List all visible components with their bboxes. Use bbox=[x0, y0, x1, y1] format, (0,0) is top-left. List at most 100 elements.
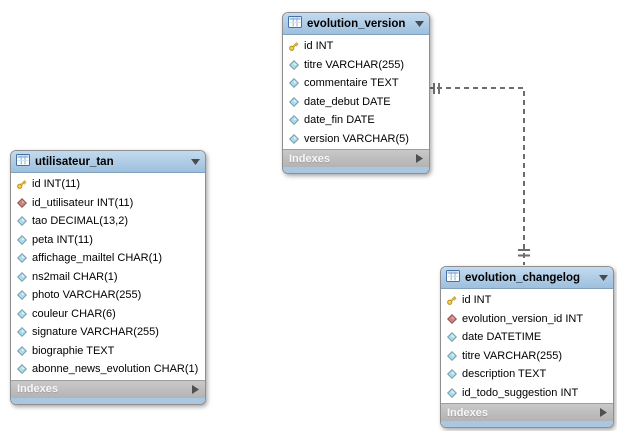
collapse-arrow-icon[interactable] bbox=[415, 20, 424, 27]
column-row[interactable]: version VARCHAR(5) bbox=[283, 130, 429, 149]
table-header[interactable]: utilisateur_tan bbox=[11, 151, 205, 173]
column-row[interactable]: photo VARCHAR(255) bbox=[11, 286, 205, 305]
column-row[interactable]: date_fin DATE bbox=[283, 111, 429, 130]
indexes-footer[interactable]: Indexes bbox=[441, 403, 613, 421]
column-row[interactable]: tao DECIMAL(13,2) bbox=[11, 212, 205, 231]
relationship-line[interactable] bbox=[428, 87, 525, 265]
column-icon bbox=[16, 290, 27, 301]
column-label: peta INT(11) bbox=[32, 233, 93, 246]
column-row[interactable]: description TEXT bbox=[441, 365, 613, 384]
table-icon bbox=[446, 270, 460, 285]
column-icon bbox=[16, 253, 27, 264]
column-label: ns2mail CHAR(1) bbox=[32, 270, 118, 283]
table-header[interactable]: evolution_changelog bbox=[441, 267, 613, 289]
column-icon bbox=[288, 96, 299, 107]
table-title: evolution_changelog bbox=[465, 271, 581, 284]
column-label: commentaire TEXT bbox=[304, 77, 399, 90]
expand-arrow-icon[interactable] bbox=[416, 154, 423, 163]
column-label: signature VARCHAR(255) bbox=[32, 326, 159, 339]
column-label: date_debut DATE bbox=[304, 95, 391, 108]
indexes-label: Indexes bbox=[17, 383, 58, 395]
column-label: abonne_news_evolution CHAR(1) bbox=[32, 363, 199, 376]
column-icon bbox=[446, 350, 457, 361]
table-bottom-strip bbox=[441, 421, 613, 427]
primary-key-icon bbox=[16, 179, 27, 190]
column-row[interactable]: id_utilisateur INT(11) bbox=[11, 194, 205, 213]
column-row[interactable]: couleur CHAR(6) bbox=[11, 305, 205, 324]
table-bottom-strip bbox=[11, 397, 205, 404]
column-icon bbox=[16, 345, 27, 356]
column-icon bbox=[446, 369, 457, 380]
column-icon bbox=[16, 308, 27, 319]
column-label: titre VARCHAR(255) bbox=[462, 349, 563, 362]
column-icon bbox=[16, 234, 27, 245]
column-icon bbox=[16, 327, 27, 338]
collapse-arrow-icon[interactable] bbox=[191, 158, 200, 165]
column-row[interactable]: id INT bbox=[283, 37, 429, 56]
column-icon bbox=[446, 332, 457, 343]
expand-arrow-icon[interactable] bbox=[192, 384, 199, 394]
primary-key-icon bbox=[446, 295, 457, 306]
column-row[interactable]: date_debut DATE bbox=[283, 93, 429, 112]
column-row[interactable]: ns2mail CHAR(1) bbox=[11, 268, 205, 287]
column-list: id INT titre VARCHAR(255) commentaire TEXT… bbox=[283, 35, 429, 149]
column-row[interactable]: id_todo_suggestion INT bbox=[441, 384, 613, 403]
column-row[interactable]: abonne_news_evolution CHAR(1) bbox=[11, 360, 205, 379]
column-icon bbox=[288, 115, 299, 126]
column-label: version VARCHAR(5) bbox=[304, 132, 409, 145]
column-list: id INT evolution_version_id INT date DATET… bbox=[441, 289, 613, 403]
primary-key-icon bbox=[288, 41, 299, 52]
indexes-footer[interactable]: Indexes bbox=[11, 379, 205, 398]
column-label: id_todo_suggestion INT bbox=[462, 386, 579, 399]
column-icon bbox=[446, 387, 457, 398]
table-bottom-strip bbox=[283, 167, 429, 173]
foreign-key-icon bbox=[446, 313, 457, 324]
indexes-label: Indexes bbox=[289, 152, 330, 165]
column-row[interactable]: id INT(11) bbox=[11, 175, 205, 194]
column-row[interactable]: date DATETIME bbox=[441, 328, 613, 347]
indexes-label: Indexes bbox=[447, 406, 488, 419]
indexes-footer[interactable]: Indexes bbox=[283, 149, 429, 167]
expand-arrow-icon[interactable] bbox=[600, 408, 607, 417]
column-row[interactable]: evolution_version_id INT bbox=[441, 310, 613, 329]
column-label: id_utilisateur INT(11) bbox=[32, 196, 134, 209]
column-label: photo VARCHAR(255) bbox=[32, 289, 142, 302]
column-row[interactable]: signature VARCHAR(255) bbox=[11, 323, 205, 342]
column-row[interactable]: commentaire TEXT bbox=[283, 74, 429, 93]
table-title: evolution_version bbox=[307, 17, 406, 30]
column-row[interactable]: peta INT(11) bbox=[11, 231, 205, 250]
column-icon bbox=[288, 78, 299, 89]
table-icon bbox=[16, 154, 30, 169]
column-icon bbox=[288, 59, 299, 70]
column-label: description TEXT bbox=[462, 368, 547, 381]
column-icon bbox=[16, 216, 27, 227]
column-icon bbox=[288, 133, 299, 144]
table-title: utilisateur_tan bbox=[35, 155, 114, 168]
table-header[interactable]: evolution_version bbox=[283, 13, 429, 35]
column-row[interactable]: titre VARCHAR(255) bbox=[283, 56, 429, 75]
column-row[interactable]: affichage_mailtel CHAR(1) bbox=[11, 249, 205, 268]
foreign-key-icon bbox=[16, 197, 27, 208]
column-row[interactable]: biographie TEXT bbox=[11, 342, 205, 361]
column-label: biographie TEXT bbox=[32, 344, 115, 357]
column-label: couleur CHAR(6) bbox=[32, 307, 116, 320]
column-label: date_fin DATE bbox=[304, 114, 375, 127]
column-label: id INT bbox=[304, 40, 334, 53]
column-label: id INT(11) bbox=[32, 178, 81, 191]
column-label: id INT bbox=[462, 294, 492, 307]
column-row[interactable]: id INT bbox=[441, 291, 613, 310]
table-icon bbox=[288, 16, 302, 31]
column-label: evolution_version_id INT bbox=[462, 312, 584, 325]
column-label: titre VARCHAR(255) bbox=[304, 58, 405, 71]
column-icon bbox=[16, 364, 27, 375]
column-row[interactable]: titre VARCHAR(255) bbox=[441, 347, 613, 366]
collapse-arrow-icon[interactable] bbox=[599, 274, 608, 281]
column-label: tao DECIMAL(13,2) bbox=[32, 215, 128, 228]
column-list: id INT(11) id_utilisateur INT(11) tao DECI… bbox=[11, 173, 205, 380]
column-label: affichage_mailtel CHAR(1) bbox=[32, 252, 163, 265]
